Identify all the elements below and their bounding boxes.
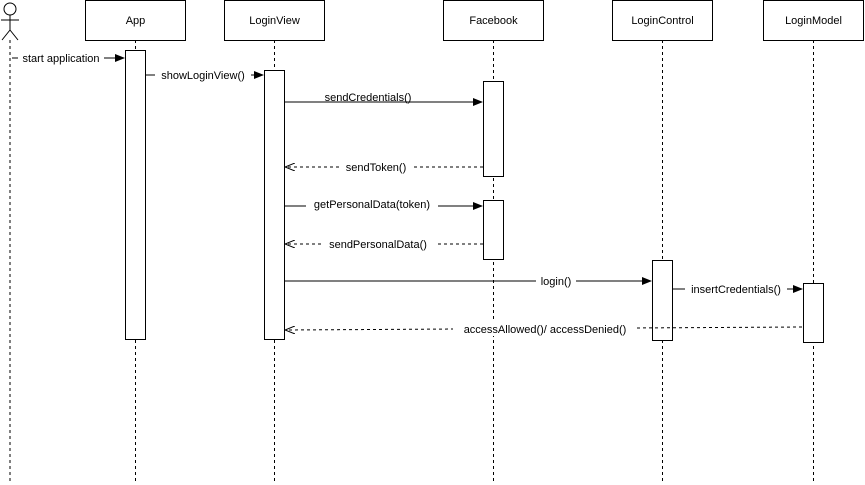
message-label: sendToken() xyxy=(346,162,407,174)
message-accessresult: accessAllowed()/ accessDenied() xyxy=(286,322,803,336)
message-start-application: start application xyxy=(12,51,125,65)
activation-app xyxy=(125,50,146,340)
message-label: showLoginView() xyxy=(161,70,245,82)
participant-label: LoginView xyxy=(249,15,300,27)
message-insertcredentials: insertCredentials() xyxy=(673,282,803,296)
participant-loginmodel: LoginModel xyxy=(763,0,864,41)
message-label: start application xyxy=(22,53,99,65)
participant-app: App xyxy=(85,0,186,41)
participant-facebook: Facebook xyxy=(443,0,544,41)
message-label: sendCredentials() xyxy=(325,92,412,104)
activation-loginview xyxy=(264,70,285,340)
activation-facebook-1 xyxy=(483,81,504,177)
participant-label: LoginControl xyxy=(631,15,693,27)
message-label: insertCredentials() xyxy=(691,284,781,296)
activation-logincontrol xyxy=(652,260,673,341)
activation-facebook-2 xyxy=(483,200,504,260)
message-getpersonaldata: getPersonalData(token) xyxy=(285,197,483,211)
participant-loginview: LoginView xyxy=(224,0,325,41)
message-label: accessAllowed()/ accessDenied() xyxy=(464,324,627,336)
message-sendcredentials: sendCredentials() xyxy=(285,92,483,106)
actor-stick-figure xyxy=(1,2,19,41)
message-sendtoken: sendToken() xyxy=(286,160,483,174)
message-label: getPersonalData(token) xyxy=(314,199,430,211)
message-sendpersonaldata: sendPersonalData() xyxy=(286,237,483,251)
participant-label: Facebook xyxy=(469,15,518,27)
message-label: sendPersonalData() xyxy=(329,239,427,251)
participant-logincontrol: LoginControl xyxy=(612,0,713,41)
participant-label: LoginModel xyxy=(785,15,842,27)
activation-loginmodel xyxy=(803,283,824,343)
message-showloginview: showLoginView() xyxy=(146,68,264,82)
message-label: login() xyxy=(541,276,572,288)
participant-label: App xyxy=(126,15,146,27)
message-login: login() xyxy=(285,274,652,288)
